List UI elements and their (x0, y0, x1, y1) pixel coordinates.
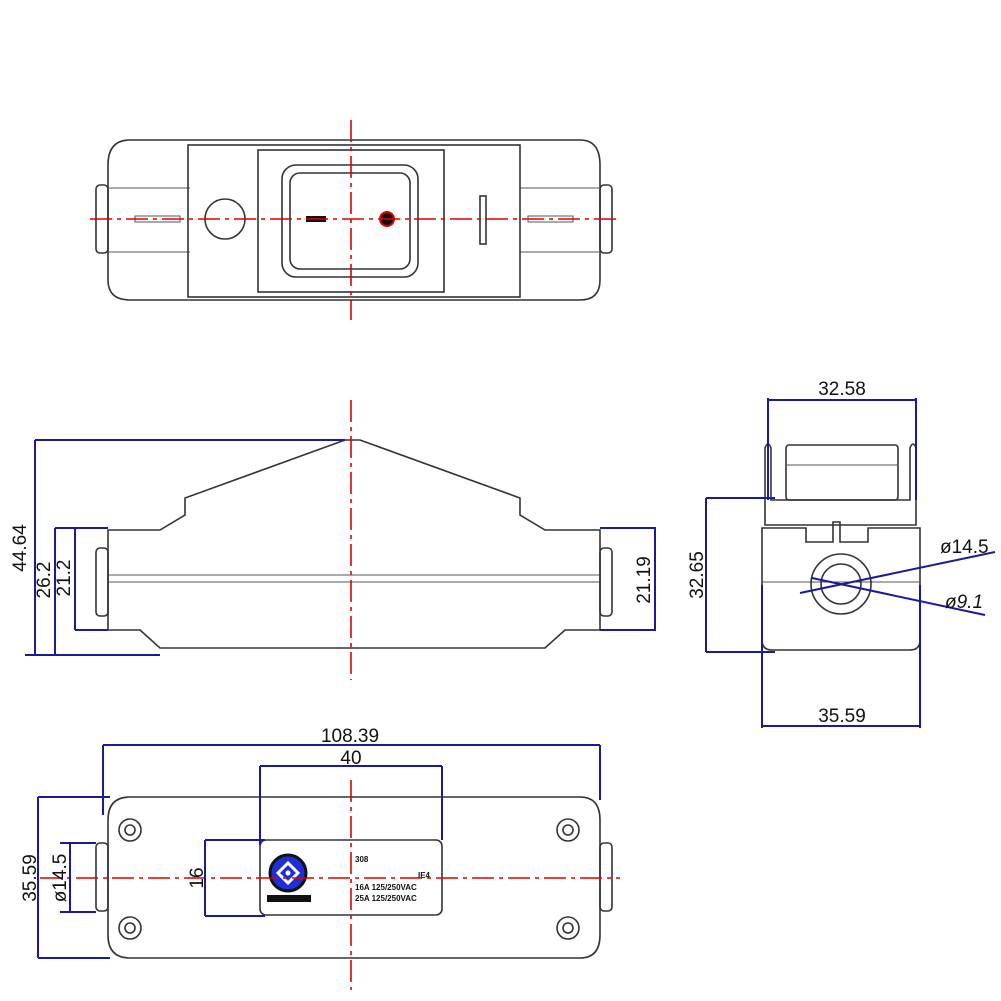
dim-32-58: 32.58 (818, 379, 866, 400)
label-model: 308 (355, 855, 369, 864)
dim-32-65: 32.65 (687, 551, 708, 599)
end-view: 32.58 32.65 35.59 ø14.5 ø9.1 (687, 379, 996, 728)
dim-44-64: 44.64 (10, 524, 31, 572)
dim-dia-14-5: ø14.5 (940, 537, 989, 558)
dim-21-19: 21.19 (634, 556, 655, 604)
dim-40: 40 (340, 748, 361, 769)
dim-26-2: 26.2 (34, 562, 55, 599)
top-view (90, 120, 620, 320)
dim-35-59-bottom: 35.59 (20, 854, 41, 902)
bottom-view: 308 IE4 16A 125/250VAC 25A 125/250VAC 10… (20, 726, 620, 990)
label-code: IE4 (418, 871, 431, 880)
dim-dia-14-5-bottom: ø14.5 (50, 854, 71, 903)
dim-16: 16 (187, 867, 208, 888)
dim-108-39: 108.39 (321, 726, 379, 747)
label-rating-1: 16A 125/250VAC (355, 883, 417, 892)
label-rating-2: 25A 125/250VAC (355, 894, 417, 903)
brand-logo (267, 853, 311, 902)
dim-21-2: 21.2 (54, 560, 75, 597)
dim-dia-9-1: ø9.1 (945, 592, 983, 613)
side-view: 44.64 26.2 21.2 21.19 (10, 400, 656, 680)
dim-35-59-end: 35.59 (818, 706, 866, 727)
